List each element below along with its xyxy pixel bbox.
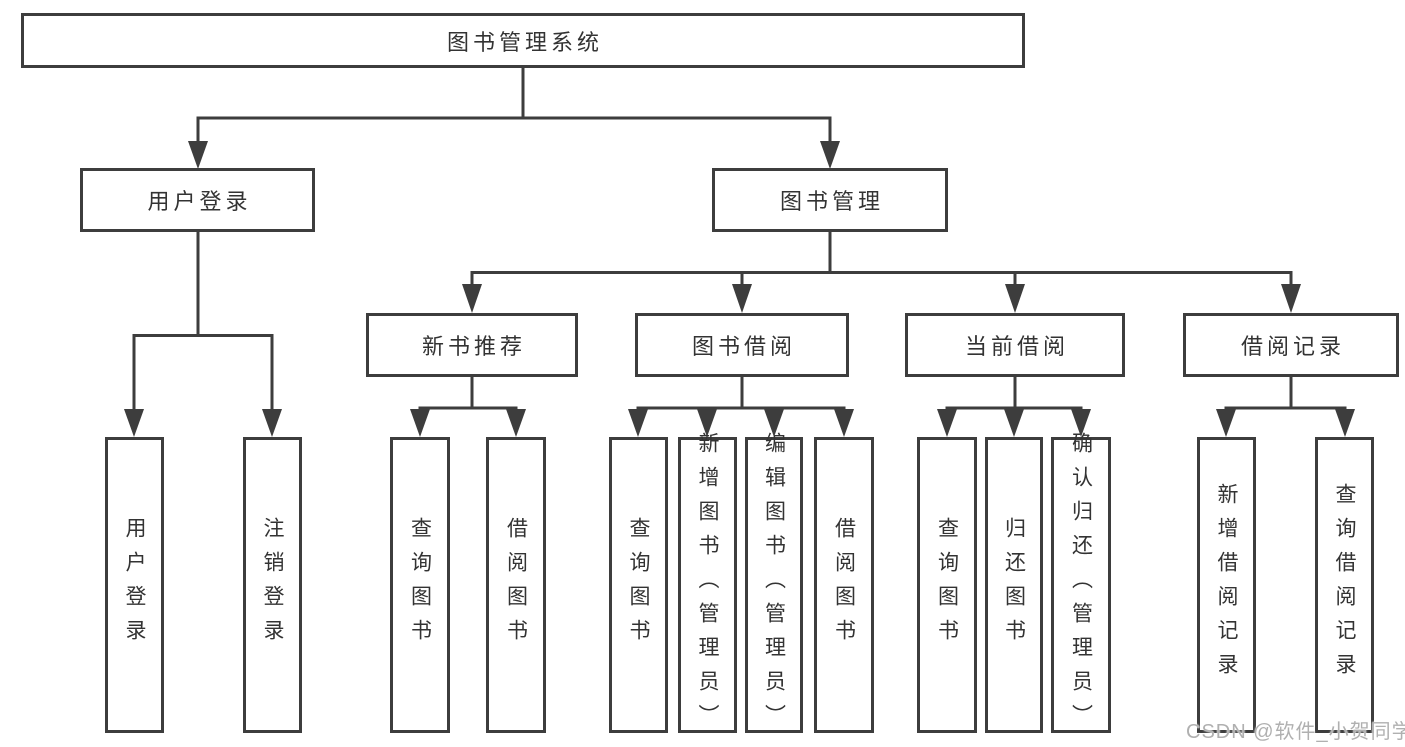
- node-book-borrowing-label: 图书借阅: [691, 334, 796, 359]
- leaf-add-books-admin-label: 新增图书（管理员）: [696, 432, 719, 738]
- leaf-query-borrow-record: 查询借阅记录: [1315, 437, 1374, 733]
- node-user-login-label: 用户登录: [147, 189, 252, 214]
- leaf-edit-books-admin-label: 编辑图书（管理员）: [762, 432, 786, 738]
- leaf-user-login: 用户登录: [105, 437, 164, 733]
- csdn-watermark: CSDN @软件_小贺同学: [1186, 721, 1405, 743]
- node-book-management: 图书管理: [712, 168, 948, 232]
- node-book-management-label: 图书管理: [779, 189, 884, 214]
- leaf-confirm-return-admin: 确认归还（管理员）: [1051, 432, 1111, 738]
- leaf-borrow-books-recommend: 借阅图书: [486, 437, 546, 733]
- leaf-edit-books-admin: 编辑图书（管理员）: [745, 432, 803, 738]
- leaf-query-books-current-label: 查询图书: [935, 517, 959, 653]
- arrowheads: [124, 141, 1355, 437]
- leaf-borrow-books-borrowing-label: 借阅图书: [832, 517, 856, 653]
- leaf-borrow-books-borrowing: 借阅图书: [814, 437, 874, 733]
- node-borrowing-records-label: 借阅记录: [1240, 334, 1345, 359]
- leaf-query-books-borrowing: 查询图书: [609, 437, 668, 733]
- node-user-login: 用户登录: [80, 168, 315, 232]
- leaf-query-books-borrowing-label: 查询图书: [627, 517, 650, 653]
- leaf-logout-label: 注销登录: [261, 517, 284, 653]
- connector-book-borrowing: [636, 375, 846, 410]
- leaf-logout: 注销登录: [243, 437, 302, 733]
- node-new-book-recommend: 新书推荐: [366, 313, 578, 377]
- leaf-user-login-label: 用户登录: [123, 517, 146, 653]
- leaf-confirm-return-admin-label: 确认归还（管理员）: [1069, 432, 1093, 738]
- leaf-add-books-admin: 新增图书（管理员）: [678, 432, 737, 738]
- leaf-return-books-label: 归还图书: [1002, 517, 1026, 653]
- node-root: 图书管理系统: [21, 13, 1025, 68]
- leaf-add-borrow-record-label: 新增借阅记录: [1215, 483, 1238, 687]
- connector-borrowing-records: [1224, 375, 1347, 410]
- leaf-add-borrow-record: 新增借阅记录: [1197, 437, 1256, 733]
- leaf-query-books-recommend: 查询图书: [390, 437, 450, 733]
- node-book-borrowing: 图书借阅: [635, 313, 849, 377]
- connector-user-login: [132, 230, 274, 412]
- node-new-book-recommend-label: 新书推荐: [421, 334, 526, 359]
- leaf-query-books-recommend-label: 查询图书: [408, 517, 432, 653]
- connector-current-borrowing: [945, 375, 1083, 410]
- connector-root: [196, 68, 832, 144]
- leaf-return-books: 归还图书: [985, 437, 1043, 733]
- node-borrowing-records: 借阅记录: [1183, 313, 1399, 377]
- node-root-label: 图书管理系统: [446, 29, 603, 55]
- connector-new-book-recommend: [418, 375, 518, 410]
- leaf-query-books-current: 查询图书: [917, 437, 977, 733]
- connector-book-management: [470, 230, 1293, 288]
- leaf-borrow-books-recommend-label: 借阅图书: [504, 517, 528, 653]
- node-current-borrowing: 当前借阅: [905, 313, 1125, 377]
- leaf-query-borrow-record-label: 查询借阅记录: [1333, 483, 1356, 687]
- node-current-borrowing-label: 当前借阅: [964, 334, 1069, 359]
